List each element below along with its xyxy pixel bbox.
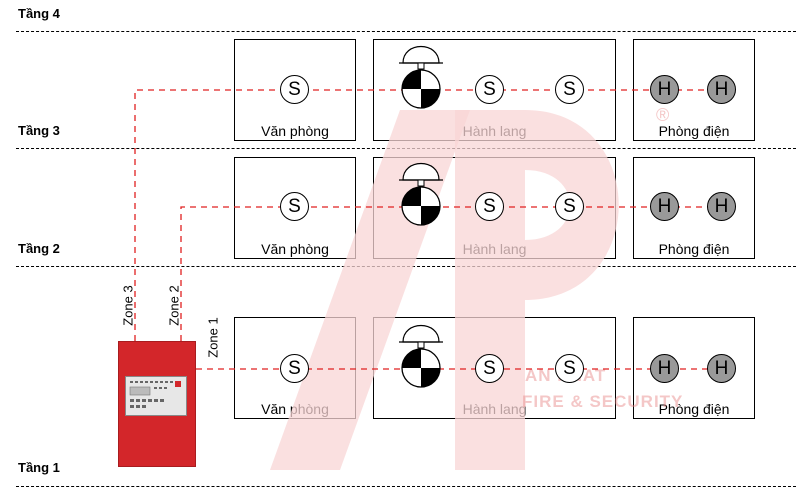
floor-label-4: Tầng 4	[18, 6, 60, 21]
room-label: Phòng điện	[658, 123, 730, 139]
room-label: Phòng điện	[658, 401, 730, 417]
smoke-detector-icon: S	[475, 192, 504, 221]
watermark-line2: FIRE & SECURITY	[522, 392, 684, 411]
smoke-detector-icon: S	[555, 354, 584, 383]
smoke-detector-icon: S	[475, 354, 504, 383]
smoke-detector-icon: S	[280, 192, 309, 221]
smoke-detector-icon: S	[555, 192, 584, 221]
bell-icon	[399, 46, 443, 109]
fire-alarm-panel-icon	[118, 341, 196, 467]
room-label: Văn phòng	[261, 123, 329, 139]
heat-detector-icon: H	[650, 75, 679, 104]
heat-detector-icon: H	[650, 354, 679, 383]
heat-detector-icon: H	[650, 192, 679, 221]
room-electrical-floor1: Phòng điện	[633, 317, 755, 419]
smoke-detector-icon: S	[280, 354, 309, 383]
heat-detector-icon: H	[707, 354, 736, 383]
heat-detector-icon: H	[707, 192, 736, 221]
heat-detector-icon: H	[707, 75, 736, 104]
floor-label-3: Tầng 3	[18, 123, 60, 138]
smoke-detector-icon: S	[280, 75, 309, 104]
room-label: Phòng điện	[658, 241, 730, 257]
room-office-floor2: Văn phòng	[234, 157, 356, 259]
floor-line-4	[16, 31, 796, 32]
room-label: Văn phòng	[261, 241, 329, 257]
zone-2-wire	[180, 206, 735, 341]
room-electrical-floor2: Phòng điện	[633, 157, 755, 259]
smoke-detector-icon: S	[475, 75, 504, 104]
panel-display	[125, 376, 187, 416]
bell-icon	[399, 325, 443, 388]
smoke-detector-icon: S	[555, 75, 584, 104]
watermark-registered-mark: ®	[656, 105, 671, 125]
room-office-floor3: Văn phòng	[234, 39, 356, 141]
bell-icon	[399, 163, 443, 226]
zone-3-wire	[134, 89, 735, 341]
floor-label-1: Tầng 1	[18, 460, 60, 475]
floor-label-2: Tầng 2	[18, 241, 60, 256]
panel-indicators	[129, 381, 181, 408]
floor-line-1	[16, 486, 796, 487]
